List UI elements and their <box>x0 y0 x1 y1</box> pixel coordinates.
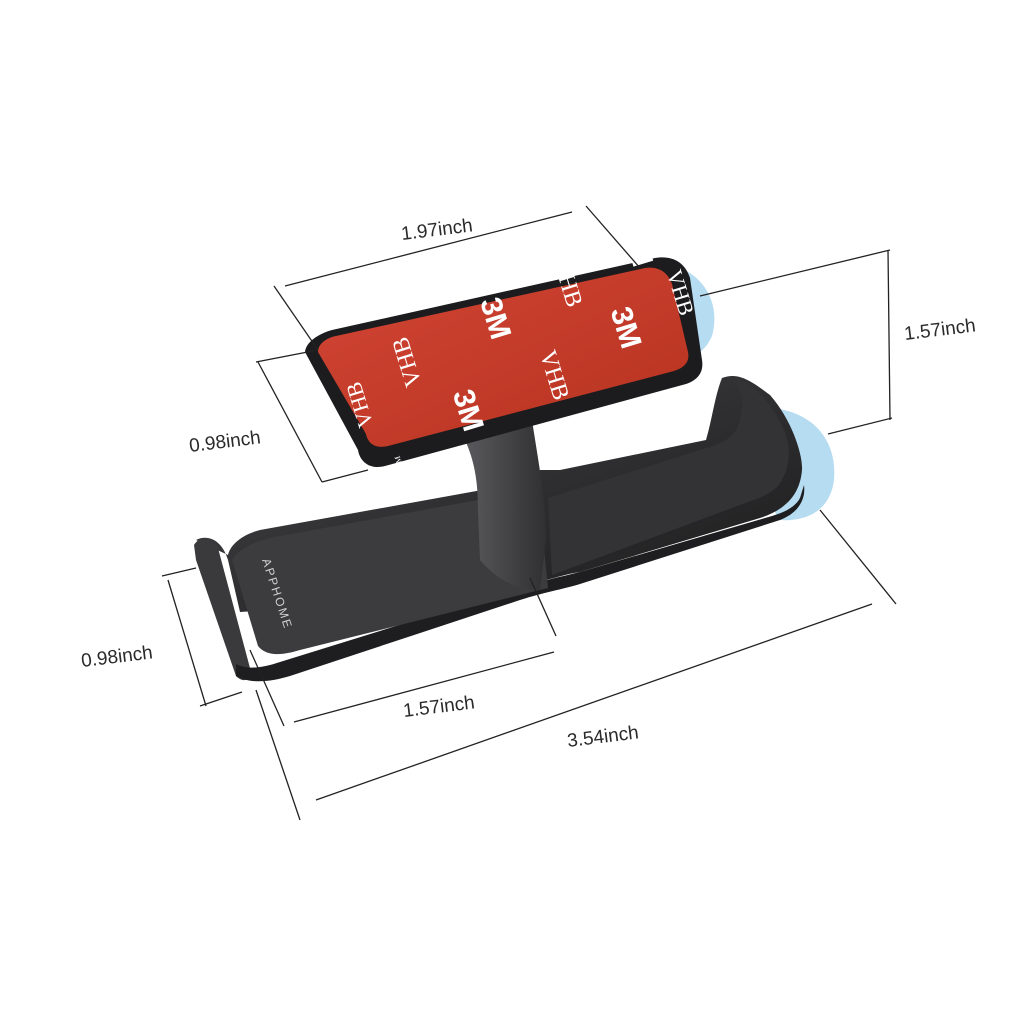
dim-line-height <box>887 249 891 421</box>
dim-ext-pad-width-left <box>273 285 319 351</box>
dim-ext-total-left <box>255 689 301 821</box>
adhesive-tape: VHB VHB 3M 3M VHB VHB 3M 3M VHB TM <box>318 221 699 469</box>
dim-line-hook-depth <box>167 579 207 707</box>
dim-ext-pad-depth-bottom <box>321 469 369 483</box>
dim-line-total <box>315 603 873 801</box>
dim-label-total-length: 3.54inch <box>566 722 640 752</box>
hanger-front-edge <box>236 485 805 682</box>
tape-surface <box>318 267 689 447</box>
hanger-left-lip <box>194 538 251 681</box>
dim-ext-hook-depth-top <box>161 567 197 577</box>
hanger-right-tray <box>548 378 789 575</box>
dim-ext-height-top <box>699 249 891 297</box>
dimension-lines <box>161 205 897 821</box>
dim-ext-hook-depth-bottom <box>199 691 243 707</box>
dim-ext-hook-width-right <box>529 577 557 637</box>
dim-ext-pad-depth-top <box>255 349 319 363</box>
dim-line-pad-depth <box>257 361 323 483</box>
hanger-stem <box>465 415 546 590</box>
dim-label-hook-width: 1.57inch <box>402 692 476 722</box>
dim-ext-pad-width-right <box>585 205 641 269</box>
dim-line-hook-width <box>293 651 555 723</box>
dim-label-height: 1.57inch <box>903 315 977 345</box>
dim-ext-total-right <box>819 509 897 605</box>
dim-ext-height-bottom <box>827 417 893 435</box>
tape-trademark: TM <box>393 455 405 469</box>
dim-label-hook-depth: 0.98inch <box>80 642 154 672</box>
dim-ext-hook-width-left <box>249 649 285 727</box>
dim-label-pad-depth: 0.98inch <box>188 427 262 457</box>
dim-line-pad-width <box>284 211 573 287</box>
hanger-left-tray <box>232 494 548 655</box>
